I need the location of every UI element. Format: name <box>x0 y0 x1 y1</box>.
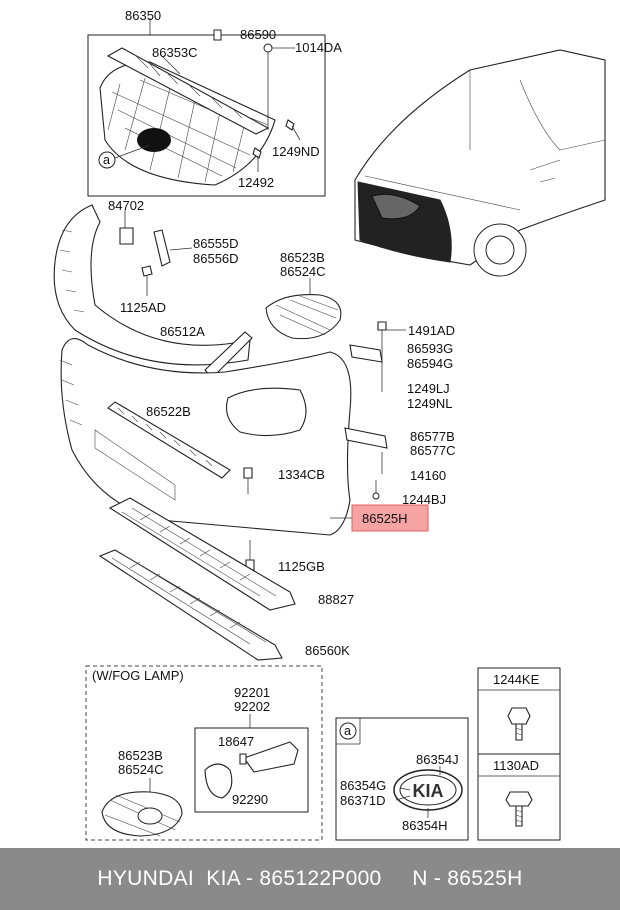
label-92290: 92290 <box>232 792 268 807</box>
bumper-center-opening <box>225 387 307 437</box>
fog-lamp-bezel-upper <box>265 293 342 340</box>
label-fog-lamp-title: (W/FOG LAMP) <box>92 668 184 683</box>
label-86354J: 86354J <box>416 752 459 767</box>
label-1014DA: 1014DA <box>295 40 342 55</box>
fog-lamp-inner-box <box>194 727 309 813</box>
label-92201: 92201 <box>234 685 270 700</box>
footer-part-number-bar: HYUNDAI KIA - 865122P000 N - 86525H <box>0 848 620 910</box>
emblem-box <box>335 717 469 841</box>
label-1249LJ: 1249LJ <box>407 381 450 396</box>
box-1130AD <box>477 753 561 841</box>
callout-a-circle <box>98 151 116 169</box>
label-1130AD: 1130AD <box>493 758 539 773</box>
bracket-86577B <box>344 427 388 449</box>
grille-emblem-mount <box>137 128 171 152</box>
label-86512A: 86512A <box>160 324 205 339</box>
label-86350: 86350 <box>125 8 161 23</box>
lower-grille-88827 <box>108 497 296 611</box>
fog-lamp-box <box>85 665 323 841</box>
grille-assembly <box>87 18 326 197</box>
fastener-86590 <box>213 29 222 41</box>
fog-lamp-92201 <box>204 763 233 799</box>
label-86524C-fog: 86524C <box>118 762 164 777</box>
grille-frame-box <box>87 34 326 197</box>
label-86577B: 86577B <box>410 429 455 444</box>
label-86577C: 86577C <box>410 443 456 458</box>
emblem-group: KIA <box>335 717 469 841</box>
highlight-86525H <box>351 504 429 532</box>
label-callout-a-box: a <box>344 724 351 738</box>
label-1249NL: 1249NL <box>407 396 453 411</box>
label-1125GB: 1125GB <box>278 559 325 574</box>
label-86354H: 86354H <box>402 818 448 833</box>
bracket-86555D <box>153 229 171 267</box>
label-86522B: 86522B <box>146 404 191 419</box>
label-86590: 86590 <box>240 27 276 42</box>
label-86560K: 86560K <box>305 643 350 658</box>
fastener-boxes <box>477 667 561 841</box>
radiator-grille <box>99 61 276 186</box>
label-86556D: 86556D <box>193 251 239 266</box>
label-1244KE: 1244KE <box>493 672 540 687</box>
label-1334CB: 1334CB <box>278 467 325 482</box>
bolt-1244KE <box>507 707 531 725</box>
label-84702: 84702 <box>108 198 144 213</box>
bumper-upper-beam <box>53 204 251 366</box>
fog-lamp-group <box>85 665 323 841</box>
bolt-1130AD <box>505 791 533 807</box>
bracket-84702 <box>119 227 134 245</box>
label-86593G: 86593G <box>407 341 453 356</box>
label-86353C: 86353C <box>152 45 198 60</box>
label-1244BJ: 1244BJ <box>402 492 446 507</box>
label-86525H: 86525H <box>362 511 408 526</box>
label-1249ND: 1249ND <box>272 144 320 159</box>
label-86523B-top: 86523B <box>280 250 325 265</box>
label-86524C-top: 86524C <box>280 264 326 279</box>
part-labels: 86350 86590 86353C 1014DA 1249ND 12492 a… <box>92 8 540 833</box>
front-bumper-assembly <box>53 204 406 661</box>
footer-part-number-text: HYUNDAI KIA - 865122P000 N - 86525H <box>97 867 523 890</box>
vehicle-front-view <box>354 49 606 277</box>
label-18647: 18647 <box>218 734 254 749</box>
svg-text:KIA: KIA <box>413 781 444 801</box>
label-1491AD: 1491AD <box>408 323 455 338</box>
grille-strip-86522B <box>107 401 231 479</box>
label-12492: 12492 <box>238 175 274 190</box>
label-callout-a: a <box>103 153 110 167</box>
screw-1014DA <box>263 43 273 53</box>
label-86354G: 86354G <box>340 778 386 793</box>
label-14160: 14160 <box>410 468 446 483</box>
label-86555D: 86555D <box>193 236 239 251</box>
bracket-86593G <box>349 344 383 363</box>
lower-skid-plate-86560K <box>98 549 283 661</box>
label-88827: 88827 <box>318 592 354 607</box>
label-86594G: 86594G <box>407 356 453 371</box>
parts-diagram: KIA 86350 86590 86353C 1014DA 1249ND 124… <box>53 8 606 841</box>
label-86371D: 86371D <box>340 793 386 808</box>
label-1125AD: 1125AD <box>120 300 166 315</box>
fog-lamp-bracket <box>243 741 299 773</box>
label-92202: 92202 <box>234 699 270 714</box>
label-86523B-fog: 86523B <box>118 748 163 763</box>
